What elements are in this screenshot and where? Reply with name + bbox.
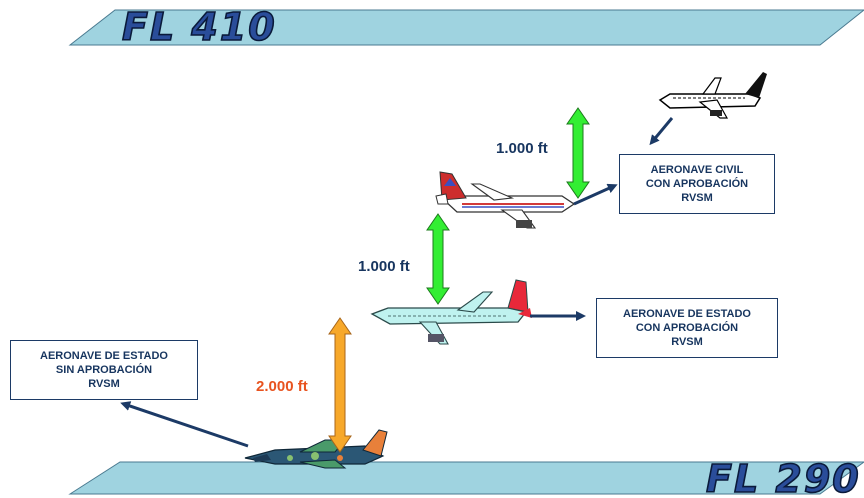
state-approved-box-line2: CON APROBACIÓN [635,322,739,334]
pointer-civil-to-box [573,183,618,206]
state-not-approved-box-line1: AERONAVE DE ESTADO [40,350,168,362]
civil-box-line1: AERONAVE CIVIL [650,164,744,176]
state-aircraft-not-approved-icon [244,429,388,469]
civil-box-line2: CON APROBACIÓN [645,178,749,190]
state-approved-box: AERONAVE DE ESTADO CON APROBACIÓN RVSM [596,298,778,358]
pointer-top-to-civil-box [649,117,674,146]
state-approved-box-line1: AERONAVE DE ESTADO [623,308,751,320]
middle-separation-arrow [426,213,450,305]
fl-290-plane: FL 290 [68,456,864,498]
lower-separation-label: 2.000 ft [256,378,308,395]
state-not-approved-box: AERONAVE DE ESTADO SIN APROBACIÓN RVSM [10,340,198,400]
upper-separation-label: 1.000 ft [496,140,548,157]
fl-410-label: FL 410 [122,5,277,49]
state-not-approved-box-line2: SIN APROBACIÓN [55,364,153,376]
civil-rvsm-box: AERONAVE CIVIL CON APROBACIÓN RVSM [619,154,775,214]
civil-box-line3: RVSM [681,192,713,204]
fl-290-label: FL 290 [706,457,861,498]
lower-separation-arrow [328,317,352,453]
civil-aircraft-top-icon [658,72,767,119]
state-not-approved-box-line3: RVSM [88,378,120,390]
state-approved-box-line3: RVSM [671,336,703,348]
pointer-fighter-to-box [120,401,249,448]
state-aircraft-approved-icon [370,279,532,345]
middle-separation-label: 1.000 ft [358,258,410,275]
fl-410-plane: FL 410 [68,4,864,50]
upper-separation-arrow [566,107,590,199]
civil-aircraft-middle-icon [435,171,576,229]
